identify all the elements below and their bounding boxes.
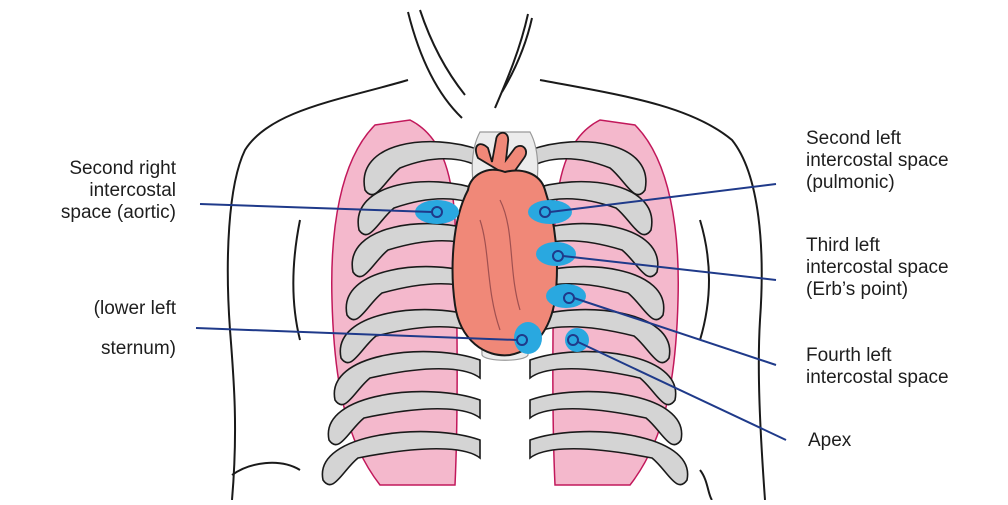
right-waist-curve	[700, 470, 712, 500]
heart	[453, 133, 557, 356]
left-waist-curve	[232, 463, 300, 475]
label-apex: Apex	[808, 430, 851, 452]
heart-body	[453, 170, 557, 356]
marker-third-left-icon	[536, 242, 576, 266]
label-second-right-intercostal: Second right intercostal space (aortic)	[61, 158, 176, 224]
label-second-left-intercostal: Second left intercostal space (pulmonic)	[806, 128, 949, 194]
neck-right-line	[495, 14, 528, 108]
label-fourth-left-intercostal: Fourth left intercostal space	[806, 345, 949, 389]
label-lower-left-sternum: (lower left sternum)	[94, 298, 176, 360]
neck-left-line	[408, 12, 462, 118]
right-arm-curve	[700, 220, 709, 340]
marker-fourth-left-icon	[546, 284, 586, 308]
left-arm-curve	[293, 220, 300, 340]
label-third-left-intercostal: Third left intercostal space (Erb’s poin…	[806, 235, 949, 301]
neck-inner-left	[420, 10, 465, 95]
